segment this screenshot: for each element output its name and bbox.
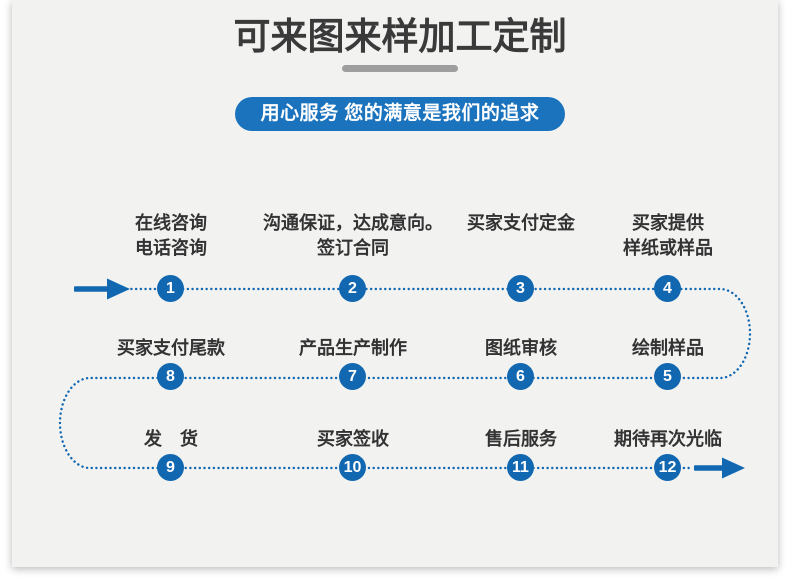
step-number-badge: 9 [157,454,184,481]
step-label: 发 货 [144,429,198,449]
banner-row: 用心服务 您的满意是我们的追求 [0,97,800,131]
step-label: 图纸审核 [485,338,557,358]
step-label: 买家签收 [317,429,389,449]
step-label: 产品生产制作 [299,338,407,358]
step-number-badge: 4 [654,275,681,302]
step-number-badge: 12 [654,454,681,481]
end-arrow-icon [694,457,745,479]
step-number-badge: 2 [339,275,366,302]
step-label: 沟通保证，达成意向。 签订合同 [263,213,443,258]
step-label: 售后服务 [485,429,557,449]
step-number-badge: 5 [654,363,681,390]
step-number-badge: 11 [507,454,534,481]
title-underline [342,65,458,72]
step-number-badge: 8 [157,363,184,390]
step-label: 期待再次光临 [614,429,722,449]
step-number-badge: 1 [157,275,184,302]
dotted-path [58,287,752,470]
step-number-badge: 3 [507,275,534,302]
page-title: 可来图来样加工定制 [233,16,567,57]
step-label: 买家支付尾款 [117,338,225,358]
step-number-badge: 7 [339,363,366,390]
step-label: 在线咨询 电话咨询 [135,213,207,258]
step-label: 买家支付定金 [467,213,575,233]
step-label: 绘制样品 [632,338,704,358]
service-banner: 用心服务 您的满意是我们的追求 [234,97,566,131]
step-number-badge: 10 [339,454,366,481]
step-number-badge: 6 [507,363,534,390]
start-arrow-icon [74,278,130,300]
content-panel [12,0,778,567]
step-label: 买家提供 样纸或样品 [623,213,713,258]
